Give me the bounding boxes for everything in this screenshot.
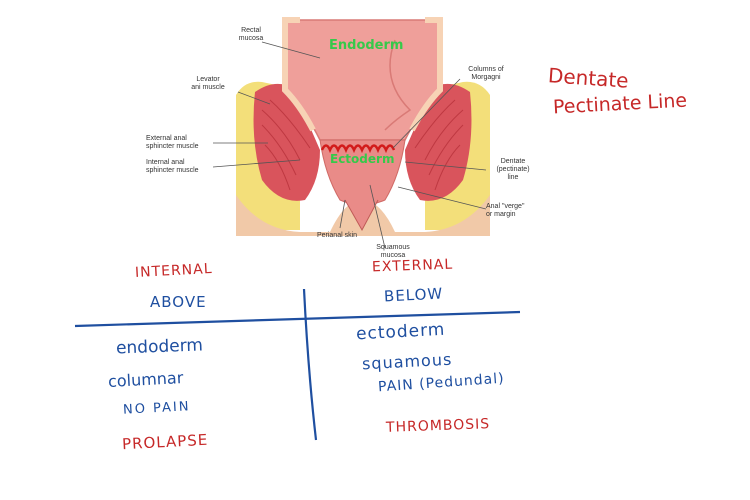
left-item-columnar: columnar	[107, 368, 184, 391]
label-perianal-skin: Perianal skin	[316, 232, 358, 239]
label-rectal-mucosa: Rectal mucosa	[238, 27, 264, 42]
subheader-below: BELOW	[383, 284, 444, 306]
label-levator-ani: Levator ani muscle	[191, 76, 225, 91]
label-columns-morgagni: Columns of Morgagni	[468, 66, 504, 81]
table-horizontal-line	[74, 310, 521, 328]
label-squamous-mucosa: Squamous mucosa	[376, 244, 410, 259]
endoderm-annotation: Endoderm	[329, 38, 404, 53]
table-vertical-line	[302, 288, 318, 441]
dentate-line-drawn	[320, 144, 396, 154]
left-item-endoderm: endoderm	[115, 335, 204, 359]
leader-lines	[212, 41, 487, 249]
label-anal-verge: Anal "verge" or margin	[486, 203, 525, 218]
label-dentate-line: Dentate (pectinate) line	[496, 158, 530, 181]
muscle-fibres	[261, 99, 464, 191]
header-external: EXTERNAL	[371, 256, 454, 276]
rectal-wall-left	[282, 17, 316, 132]
label-external-sphincter: External anal sphincter muscle	[146, 135, 199, 150]
rectal-wall-right	[409, 17, 443, 132]
label-internal-sphincter: Internal anal sphincter muscle	[146, 159, 199, 174]
anal-opening	[344, 199, 379, 232]
ectoderm-annotation: Ectoderm	[330, 152, 395, 166]
rectal-fold	[384, 39, 412, 131]
subheader-above: ABOVE	[150, 293, 207, 311]
